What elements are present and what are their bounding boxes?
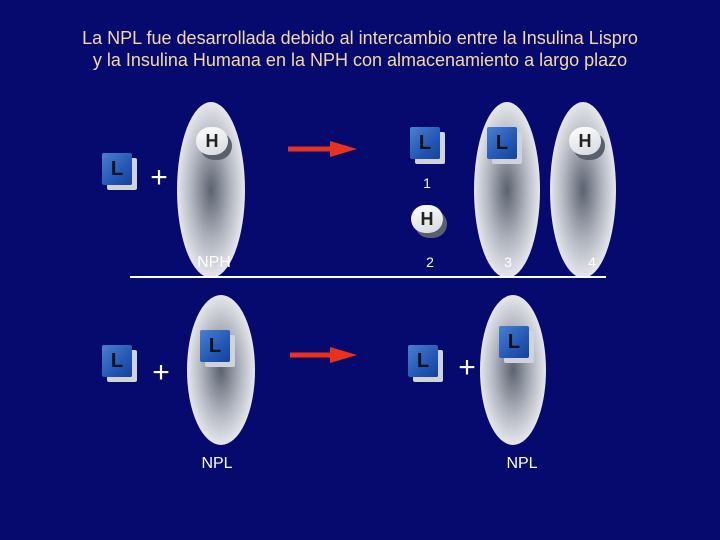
stage-4-number: 4 <box>588 254 596 270</box>
title-line-2: y la Insulina Humana en la NPH con almac… <box>92 50 628 70</box>
lispro-box-npl-right: L <box>499 326 529 358</box>
reaction-arrow-top <box>288 141 357 157</box>
plus-sign-bottom-left: + <box>152 356 170 389</box>
stage-3-number: 3 <box>504 254 512 270</box>
lispro-box-stage-3: L <box>487 127 517 159</box>
npl-particle-left <box>187 295 255 445</box>
lispro-box-npl-left: L <box>200 330 230 362</box>
label-npl-left: NPL <box>201 455 233 472</box>
human-badge-nph: H <box>196 127 228 155</box>
divider-line <box>130 276 606 278</box>
stage-1-number: 1 <box>423 175 431 191</box>
stage-2-number: 2 <box>426 254 434 270</box>
lispro-box-bottom-right: L <box>408 345 438 377</box>
human-badge-stage-1: H <box>411 205 443 233</box>
lispro-box-stage-1: L <box>410 127 440 159</box>
npl-particle-right <box>480 295 546 445</box>
lispro-box-bottom-left: L <box>102 345 132 377</box>
label-npl-right: NPL <box>506 455 538 472</box>
plus-sign-bottom-right: + <box>458 351 476 384</box>
nph-particle <box>177 102 245 278</box>
title-line-1: La NPL fue desarrollada debido al interc… <box>82 28 638 48</box>
lispro-box-top-left: L <box>102 153 132 185</box>
reaction-arrow-bottom <box>290 347 357 363</box>
human-badge-stage-4: H <box>569 127 601 155</box>
label-nph: NPH <box>197 254 231 271</box>
plus-sign-top: + <box>150 161 168 194</box>
